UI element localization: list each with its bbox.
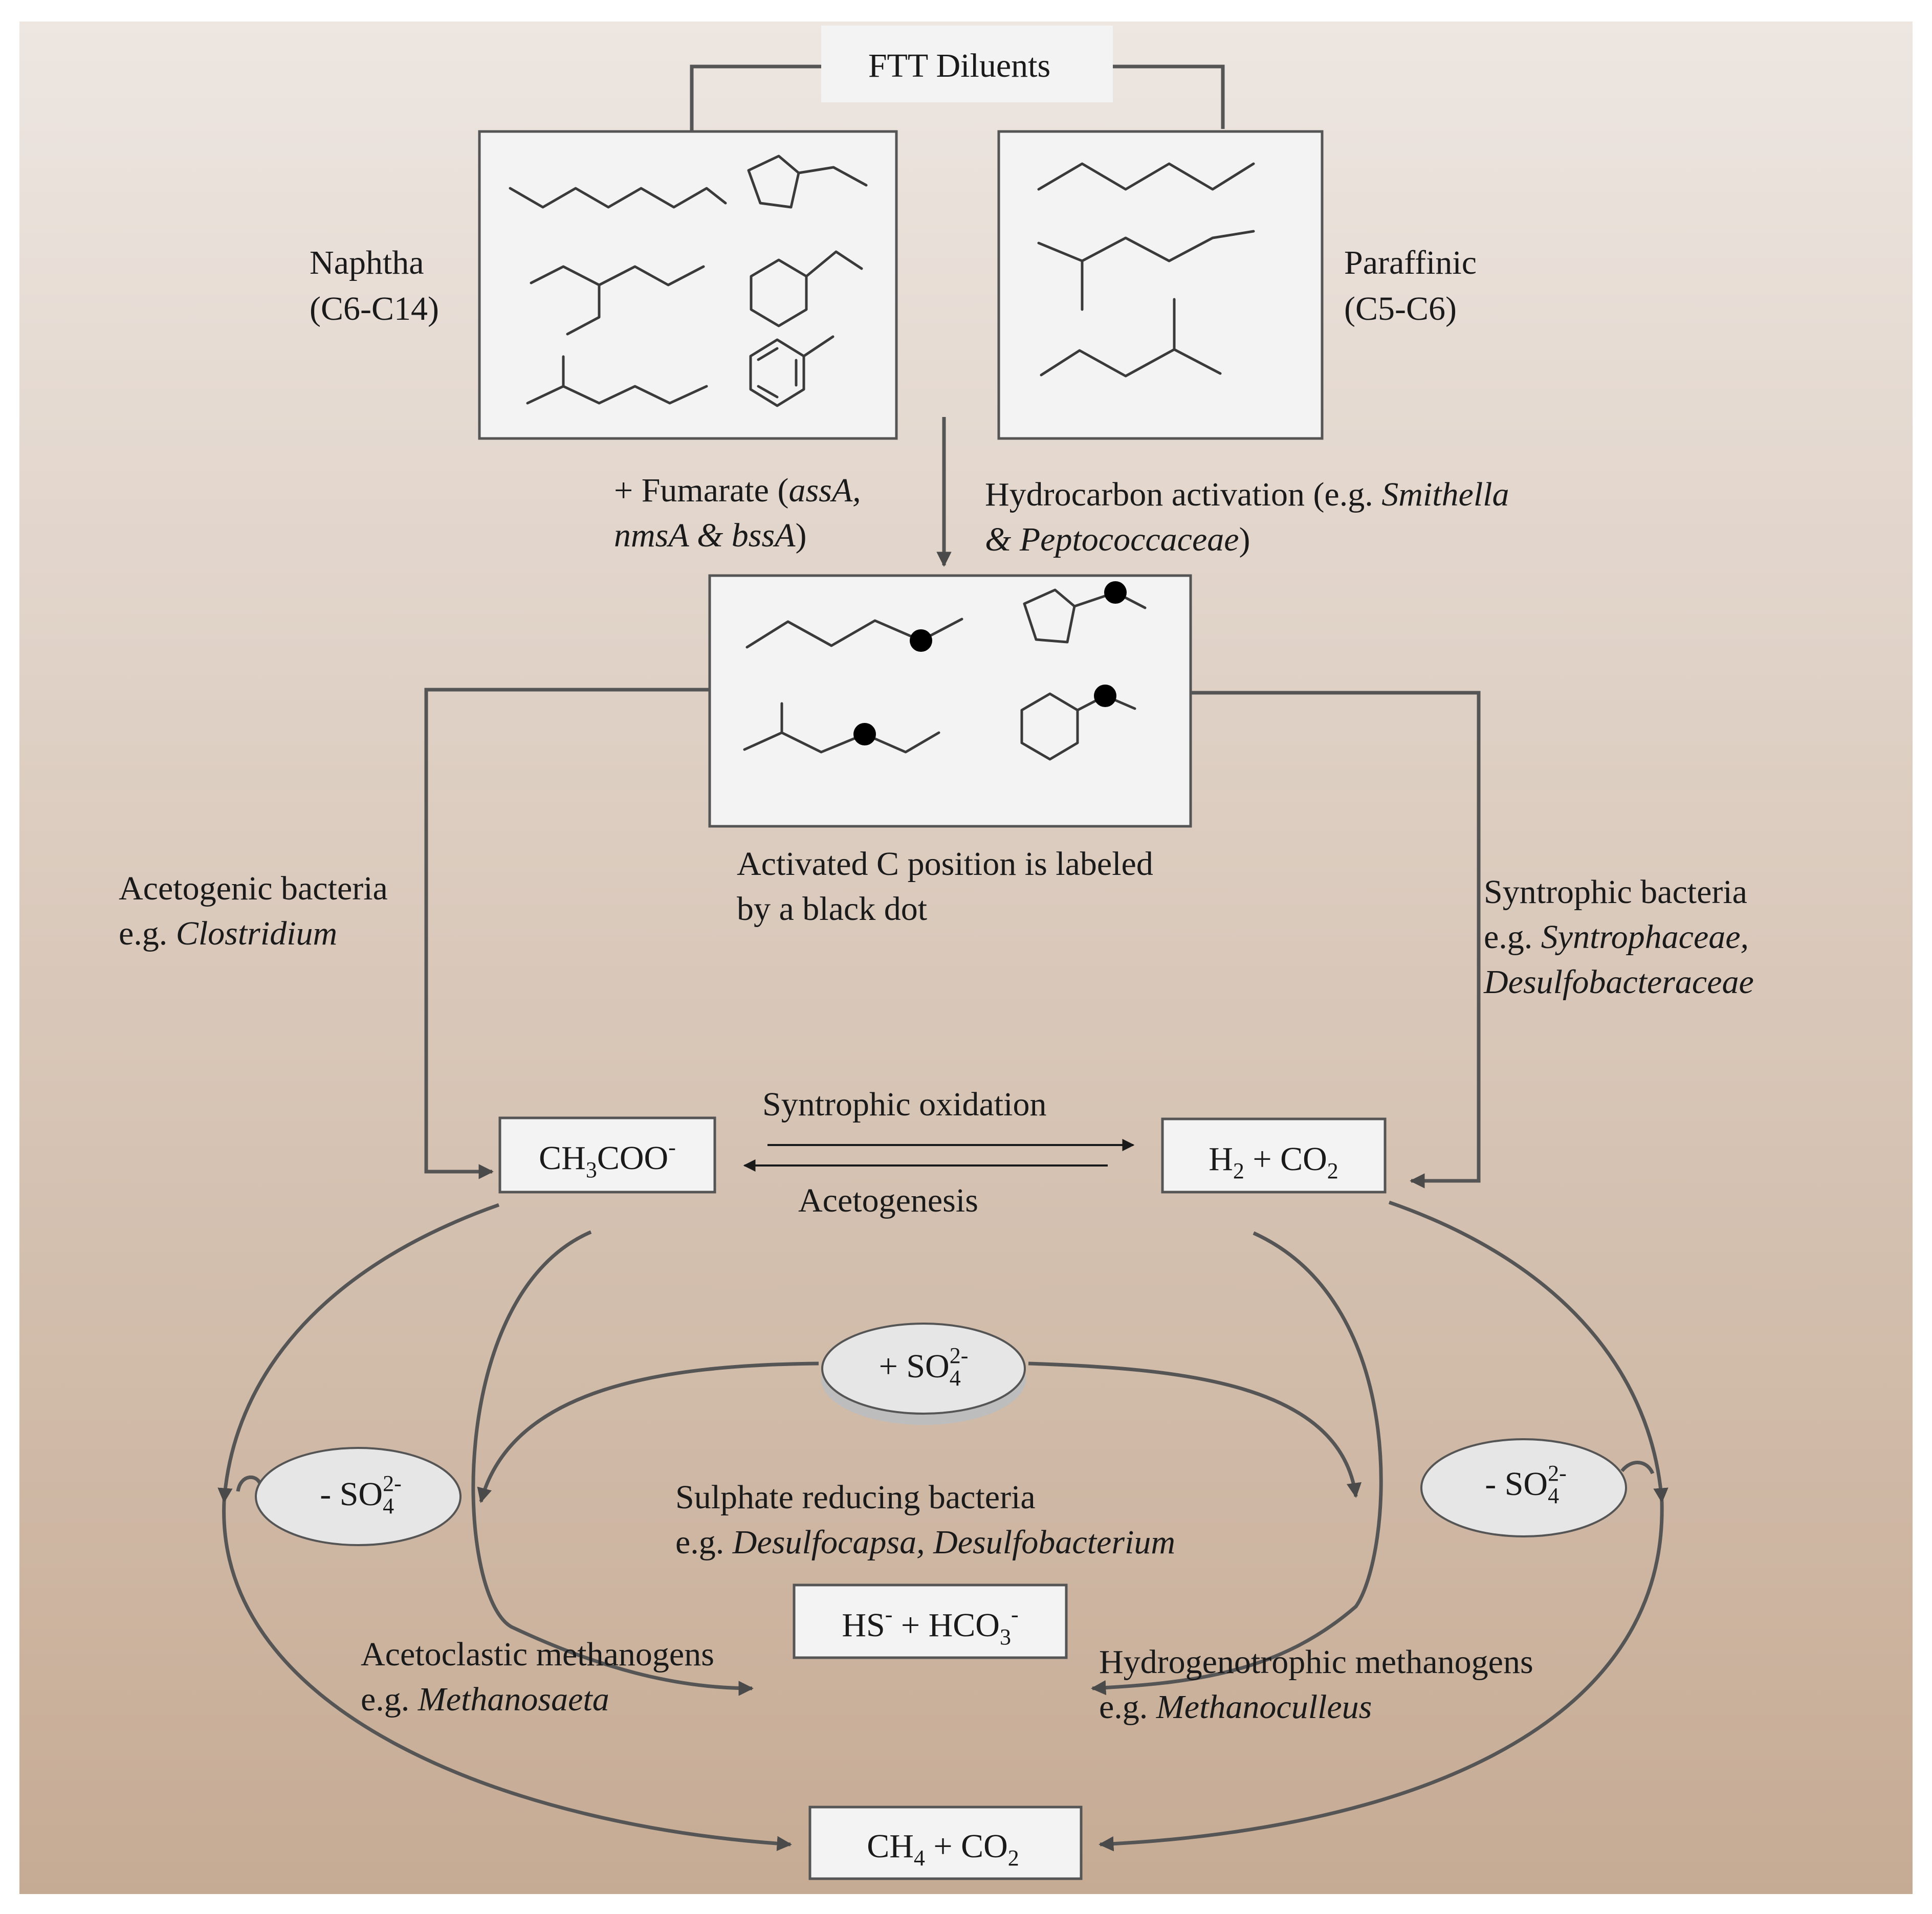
hs-hco3-box bbox=[793, 1583, 1068, 1659]
acetoclastic-outer-arc bbox=[217, 1203, 500, 1503]
cyclohexane-structure bbox=[750, 258, 808, 327]
acetate-to-methane-arc bbox=[222, 1501, 792, 1851]
activated-branched-structure bbox=[743, 731, 940, 754]
srb-label-line2: e.g. Desulfocapsa, Desulfobacterium bbox=[675, 1524, 1175, 1561]
fumarate-label-line2: nmsA & bssA) bbox=[614, 517, 806, 554]
sulfate-minus-left-oval bbox=[255, 1447, 462, 1546]
acetogenic-label-line2: e.g. Clostridium bbox=[119, 915, 337, 952]
cyclohexane-side-chain bbox=[805, 250, 863, 278]
acetate-inner-arc bbox=[471, 1230, 754, 1696]
activated-caption-line1: Activated C position is labeled bbox=[737, 845, 1153, 883]
acetate-formula: CH3COO- bbox=[539, 1135, 676, 1182]
ethyl-side-chain bbox=[797, 166, 868, 187]
sulfate-plus-oval-top bbox=[821, 1323, 1026, 1415]
sulfate-minus-right-oval bbox=[1420, 1438, 1627, 1537]
hydrogenotrophic-outer-arc bbox=[1388, 1200, 1668, 1503]
methylheptane-structure bbox=[526, 385, 708, 405]
activated-carbon-dot bbox=[910, 629, 932, 652]
syntrophic-route-arrow bbox=[1191, 691, 1481, 1189]
h2-co2-box bbox=[1161, 1117, 1387, 1194]
activated-molecules bbox=[743, 581, 1147, 761]
h2-to-methane-arc bbox=[1099, 1501, 1664, 1852]
paraffinic-label: Paraffinic bbox=[1344, 244, 1477, 281]
h2-co2-formula: H2 + CO2 bbox=[1209, 1140, 1338, 1183]
sulfate-left-arc bbox=[477, 1361, 819, 1503]
activated-caption-line2: by a black dot bbox=[737, 890, 927, 928]
branched-alkane-structure bbox=[530, 265, 705, 287]
paraffinic-range: (C5-C6) bbox=[1344, 290, 1457, 327]
activated-cyclohexane bbox=[1020, 692, 1079, 761]
syntrophic-label-line2: e.g. Syntrophaceae, bbox=[1484, 918, 1749, 956]
n-alkane-chain-structure bbox=[509, 187, 727, 209]
title: FTT Diluents bbox=[868, 47, 1050, 84]
hs-hco3-formula: HS- + HCO3- bbox=[842, 1602, 1018, 1649]
branched-alkane-branch bbox=[566, 283, 601, 336]
hydrogenotrophic-label-line2: e.g. Methanoculleus bbox=[1099, 1688, 1372, 1726]
activated-carbon-dot bbox=[1094, 685, 1116, 707]
benzene-ring-structure bbox=[749, 338, 805, 407]
naphtha-range: (C6-C14) bbox=[310, 290, 439, 327]
sulfate-minus-right-label: - SO42- bbox=[1485, 1461, 1567, 1508]
n-pentane-structure bbox=[1037, 162, 1255, 191]
cyclopentane-structure bbox=[747, 155, 800, 209]
acetoclastic-label-line1: Acetoclastic methanogens bbox=[361, 1636, 714, 1673]
sulfate-minus-right-curl bbox=[1620, 1461, 1655, 1475]
connector-title-naphtha bbox=[690, 64, 821, 131]
fumarate-label-line1: + Fumarate (assA, bbox=[614, 472, 861, 509]
activated-carbon-dot bbox=[1104, 581, 1127, 604]
benzene-inner-bond-2 bbox=[757, 347, 779, 361]
paraffinic-structures-box bbox=[997, 130, 1324, 440]
title-box bbox=[821, 26, 1113, 102]
sulfate-minus-left-label: - SO42- bbox=[320, 1471, 402, 1519]
isohexane-structure bbox=[1037, 230, 1255, 262]
syntrophic-label-line3: Desulfobacteraceae bbox=[1483, 963, 1754, 1001]
acetate-box bbox=[498, 1116, 716, 1194]
acetogenic-route-arrow bbox=[424, 688, 710, 1179]
naphtha-molecules bbox=[509, 155, 868, 407]
2-methylpentane-structure bbox=[1040, 348, 1222, 378]
activation-label-line1: Hydrocarbon activation (e.g. Smithella bbox=[985, 476, 1509, 513]
sulfate-right-arc bbox=[1028, 1361, 1362, 1498]
ch4-co2-formula: CH4 + CO2 bbox=[867, 1828, 1019, 1871]
naphtha-structures-box bbox=[478, 130, 898, 440]
hydrogenotrophic-label-line1: Hydrogenotrophic methanogens bbox=[1099, 1643, 1533, 1681]
acetoclastic-label-line2: e.g. Methanosaeta bbox=[361, 1681, 609, 1718]
paraffinic-molecules bbox=[1037, 162, 1255, 378]
activated-cyclopentane bbox=[1023, 588, 1076, 644]
syntrophic-label-line1: Syntrophic bacteria bbox=[1484, 873, 1747, 911]
syntrophic-oxidation-label: Syntrophic oxidation bbox=[762, 1086, 1046, 1123]
activated-carbon-dot bbox=[853, 723, 876, 745]
sulfate-plus-label: + SO42- bbox=[879, 1343, 969, 1391]
background-panel bbox=[19, 21, 1913, 1894]
h2-inner-arc bbox=[1091, 1231, 1383, 1696]
naphtha-label: Naphtha bbox=[310, 244, 424, 281]
acetogenesis-label: Acetogenesis bbox=[798, 1182, 978, 1219]
srb-label-line1: Sulphate reducing bacteria bbox=[675, 1479, 1036, 1516]
activation-label-line2: & Peptococcaceae) bbox=[985, 521, 1250, 558]
benzene-inner-bond-3 bbox=[757, 385, 779, 399]
connector-title-paraffinic bbox=[1099, 64, 1225, 129]
toluene-methyl bbox=[802, 335, 835, 358]
acetogenic-label-line1: Acetogenic bacteria bbox=[119, 870, 388, 907]
ch4-co2-box bbox=[808, 1806, 1083, 1880]
